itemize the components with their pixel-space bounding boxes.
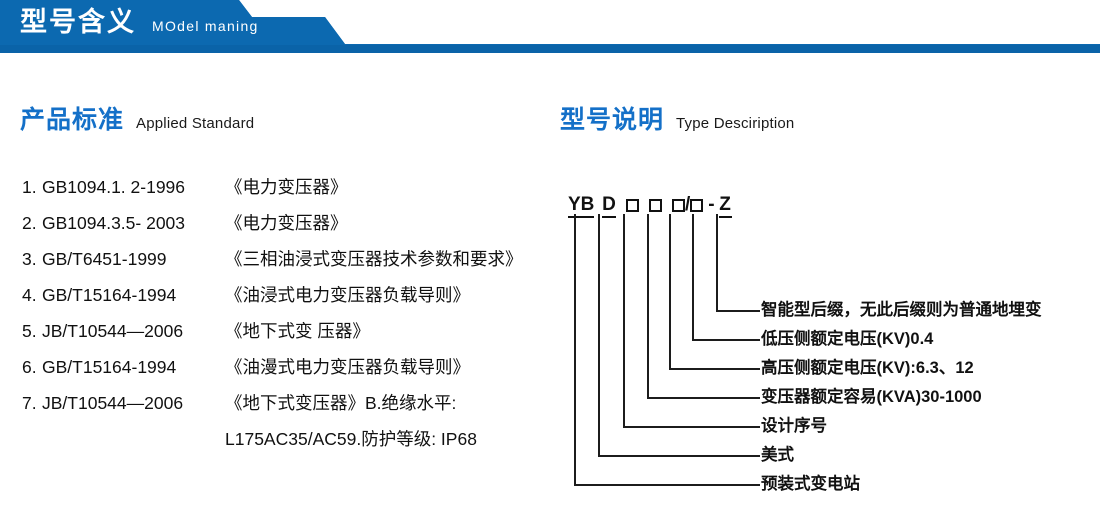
- list-item: 5. JB/T10544—2006 《地下式变 压器》: [22, 318, 560, 354]
- standard-name: 《三相油浸式变压器技术参数和要求》: [225, 249, 523, 269]
- leader-vline-2: [598, 214, 600, 457]
- leader-vline-6: [692, 214, 694, 341]
- list-item: 7. JB/T10544—2006 《地下式变压器》B.绝缘水平:: [22, 390, 560, 426]
- applied-standard-heading: 产品标准 Applied Standard: [20, 100, 560, 136]
- standard-index: 2.: [22, 213, 37, 233]
- applied-standard-heading-cn: 产品标准: [20, 106, 125, 134]
- standard-name: 《电力变压器》: [225, 213, 348, 233]
- code-slash: /: [685, 194, 691, 215]
- leader-vline-7: [716, 214, 718, 312]
- code-dash: -: [708, 194, 715, 215]
- standards-list: 1. GB1094.1. 2-1996 《电力变压器》 2. GB1094.3.…: [22, 174, 560, 462]
- standard-index: 5.: [22, 321, 37, 341]
- standard-code: GB1094.1. 2-1996: [42, 177, 186, 197]
- standard-code: GB/T6451-1999: [42, 249, 167, 269]
- leader-hline-4: [647, 397, 760, 399]
- standard-continuation-line: L175AC35/AC59.防护等级: IP68: [22, 426, 560, 462]
- page-title-cn: 型号含义: [20, 7, 136, 37]
- model-code-diagram: YB D / - Z: [562, 194, 1100, 492]
- leader-hline-7: [716, 310, 760, 312]
- type-description-heading: 型号说明 Type Desciription: [560, 100, 1100, 136]
- standard-name: 《电力变压器》: [225, 177, 348, 197]
- callout-label-rated-capacity: 变压器额定容易(KVA)30-1000: [761, 388, 982, 406]
- callout-label-lv-voltage: 低压侧额定电压(KV)0.4: [761, 330, 934, 348]
- type-description-heading-en: Type Desciription: [676, 115, 795, 132]
- standard-code: GB1094.3.5- 2003: [42, 213, 186, 233]
- code-box-lv-voltage: [690, 199, 704, 212]
- applied-standard-heading-en: Applied Standard: [136, 115, 255, 132]
- code-segment-d: D: [602, 194, 616, 218]
- callout-label-intelligent-suffix: 智能型后缀，无此后缀则为普通地埋变: [761, 301, 1042, 319]
- leader-hline-1: [574, 484, 760, 486]
- leader-vline-5: [669, 214, 671, 370]
- list-item: 4. GB/T15164-1994 《油浸式电力变压器负载导则》: [22, 282, 560, 318]
- standard-name: 《油浸式电力变压器负载导则》: [225, 285, 470, 305]
- leader-hline-5: [669, 368, 760, 370]
- page-title-en: MOdel maning: [152, 17, 259, 34]
- leader-hline-2: [598, 455, 760, 457]
- leader-vline-1: [574, 214, 576, 486]
- standard-code: GB/T15164-1994: [42, 357, 177, 377]
- header-title-group: 型号含义 MOdel maning: [20, 0, 259, 45]
- type-description-section: 型号说明 Type Desciription YB D / - Z: [556, 100, 1100, 492]
- model-code-string: YB D / - Z: [568, 194, 732, 218]
- leader-vline-4: [647, 214, 649, 399]
- callout-label-prefab-substation: 预装式变电站: [761, 475, 860, 493]
- page-header: 型号含义 MOdel maning: [0, 0, 1100, 53]
- standard-code: JB/T10544—2006: [42, 321, 184, 341]
- applied-standard-section: 产品标准 Applied Standard 1. GB1094.1. 2-199…: [0, 100, 560, 462]
- code-box-hv-voltage: [649, 199, 662, 212]
- standard-index: 3.: [22, 249, 37, 269]
- standard-continuation-text: L175AC35/AC59.防护等级: IP68: [225, 429, 477, 449]
- list-item: 3. GB/T6451-1999 《三相油浸式变压器技术参数和要求》: [22, 246, 560, 282]
- standard-code: JB/T10544—2006: [42, 393, 184, 413]
- standard-name: 《地下式变 压器》: [225, 321, 370, 341]
- callout-label-hv-voltage: 高压侧额定电压(KV):6.3、12: [761, 359, 974, 377]
- leader-hline-6: [692, 339, 760, 341]
- standard-index: 7.: [22, 393, 37, 413]
- standard-index: 4.: [22, 285, 37, 305]
- list-item: 2. GB1094.3.5- 2003 《电力变压器》: [22, 210, 560, 246]
- code-box-design-no: [672, 199, 685, 212]
- standard-code: GB/T15164-1994: [42, 285, 177, 305]
- list-item: 6. GB/T15164-1994 《油漫式电力变压器负载导则》: [22, 354, 560, 390]
- standard-name: 《地下式变压器》B.绝缘水平:: [225, 393, 457, 413]
- type-description-heading-cn: 型号说明: [560, 106, 665, 134]
- header-banner-shape: [0, 0, 1100, 53]
- code-segment-z: Z: [718, 194, 732, 218]
- list-item: 1. GB1094.1. 2-1996 《电力变压器》: [22, 174, 560, 210]
- standard-index: 1.: [22, 177, 37, 197]
- callout-label-american-type: 美式: [761, 446, 794, 464]
- leader-vline-3: [623, 214, 625, 428]
- standard-name: 《油漫式电力变压器负载导则》: [225, 357, 470, 377]
- leader-hline-3: [623, 426, 760, 428]
- code-box-capacity: [626, 199, 639, 212]
- standard-index: 6.: [22, 357, 37, 377]
- callout-label-design-no: 设计序号: [761, 417, 827, 435]
- code-segment-yb: YB: [568, 194, 595, 218]
